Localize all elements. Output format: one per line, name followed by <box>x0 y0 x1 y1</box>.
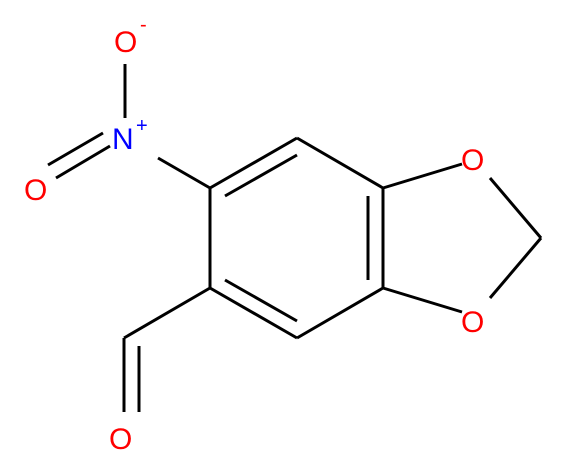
bond-c2-n <box>157 156 211 190</box>
atom-labels: O - N + O O O O <box>24 14 484 456</box>
bond-o1-ch2 <box>488 177 543 239</box>
nitro-nitrogen-label: N <box>112 123 134 156</box>
bond-n-o-left <box>55 144 111 180</box>
nitro-oxygen-top-charge: - <box>140 14 147 36</box>
bond-c3-c4-inner <box>224 278 298 323</box>
bond-lines <box>47 64 543 412</box>
dioxole-oxygen-top-label: O <box>461 144 484 177</box>
aldehyde-oxygen-label: O <box>109 423 132 456</box>
nitro-nitrogen-charge: + <box>136 115 148 137</box>
bond-c1-c6 <box>296 136 384 190</box>
bond-c4-c5 <box>296 286 384 340</box>
bond-n-o-left-second <box>47 131 104 167</box>
bond-c1-c2 <box>209 136 298 190</box>
nitro-oxygen-left-label: O <box>24 174 47 207</box>
nitro-oxygen-top-label: O <box>114 26 137 59</box>
bond-c5-o2 <box>382 286 463 314</box>
bond-o2-ch2 <box>488 237 543 299</box>
bond-c3-c4 <box>209 286 298 340</box>
bond-c3-cho <box>123 286 211 340</box>
bond-c1-c2-inner <box>224 153 298 198</box>
bond-c6-o1 <box>382 162 463 190</box>
dioxole-oxygen-bottom-label: O <box>461 306 484 339</box>
